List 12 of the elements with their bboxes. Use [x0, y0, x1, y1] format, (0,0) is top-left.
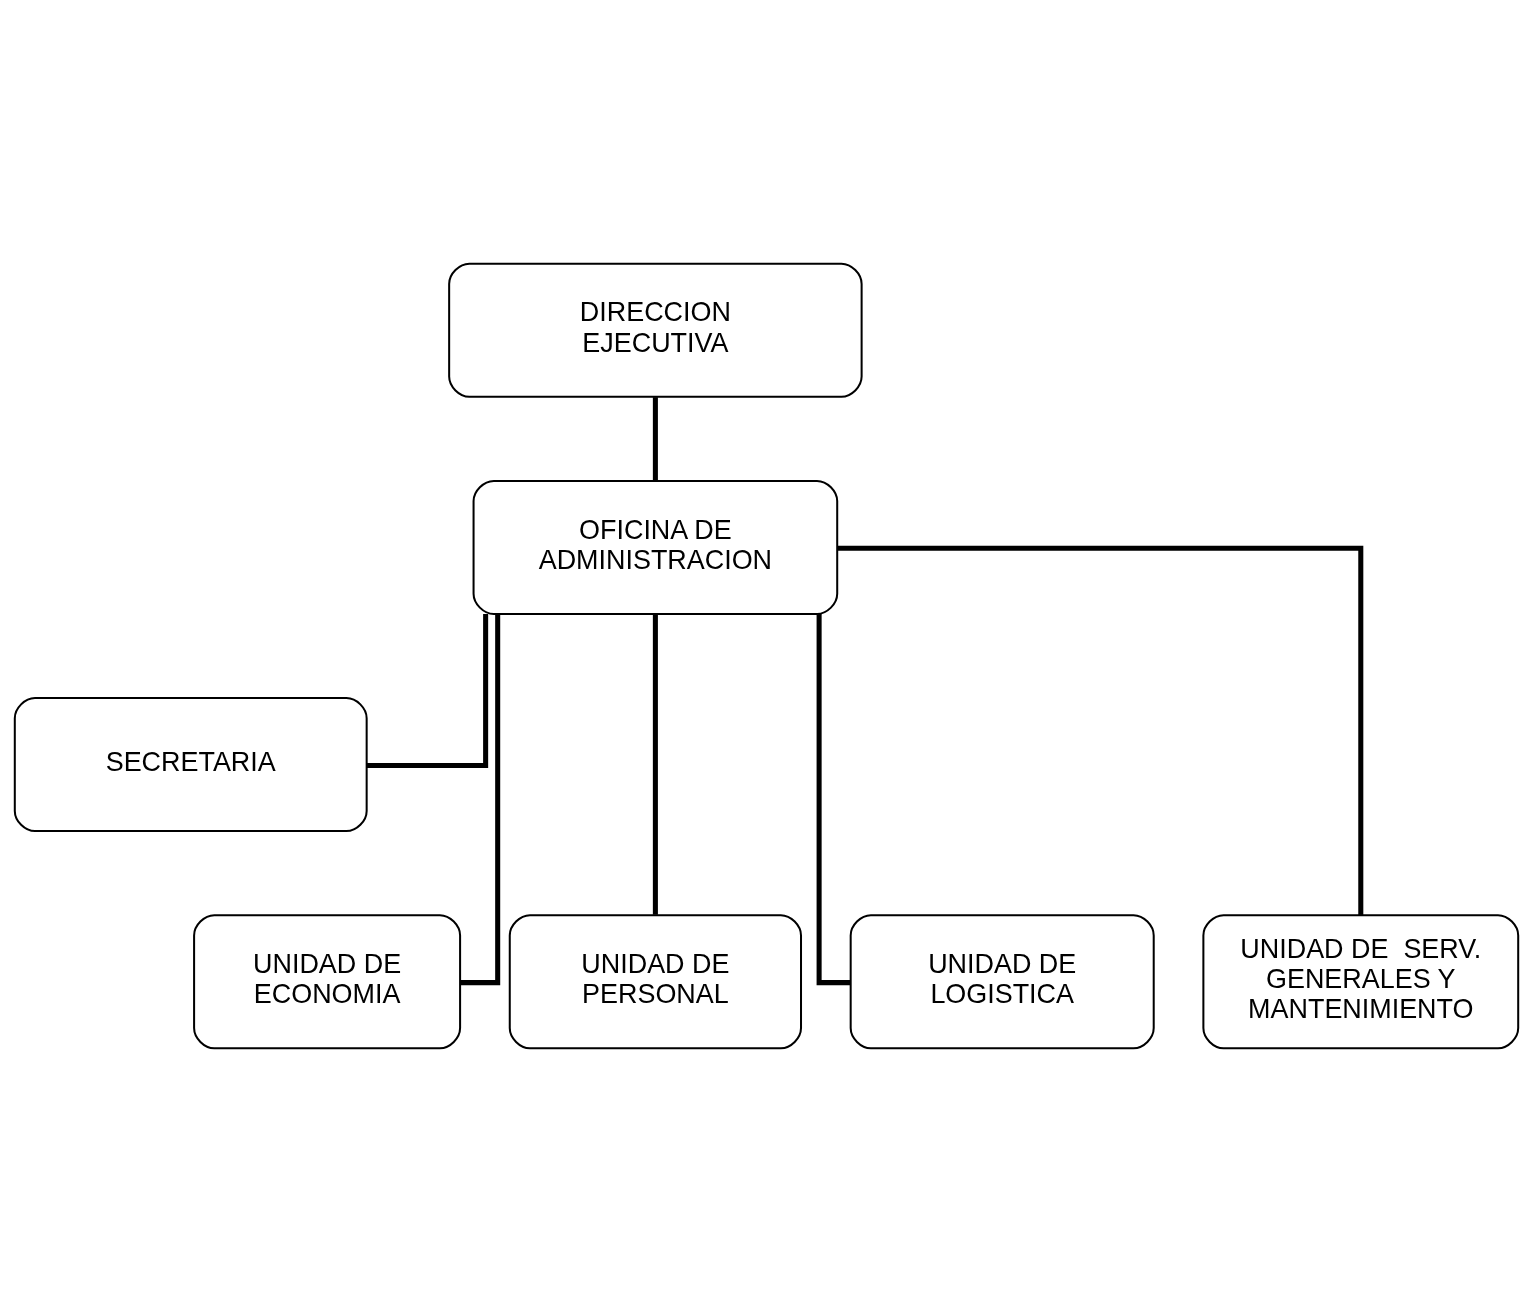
connector — [366, 613, 489, 768]
node-box: OFICINA DE ADMINISTRACION — [472, 479, 839, 615]
node-box: UNIDAD DE LOGISTICA — [849, 913, 1155, 1049]
node-box: DIRECCION EJECUTIVA — [448, 262, 863, 398]
connector — [652, 613, 658, 915]
node-box: UNIDAD DE ECONOMIA — [193, 913, 462, 1049]
connector — [837, 545, 1364, 915]
node-box: SECRETARIA — [13, 696, 368, 832]
connector — [460, 613, 501, 985]
connector — [652, 396, 658, 480]
node-box: UNIDAD DE SERV. GENERALES Y MANTENIMIENTO — [1202, 913, 1520, 1049]
node-box: UNIDAD DE PERSONAL — [508, 913, 802, 1049]
